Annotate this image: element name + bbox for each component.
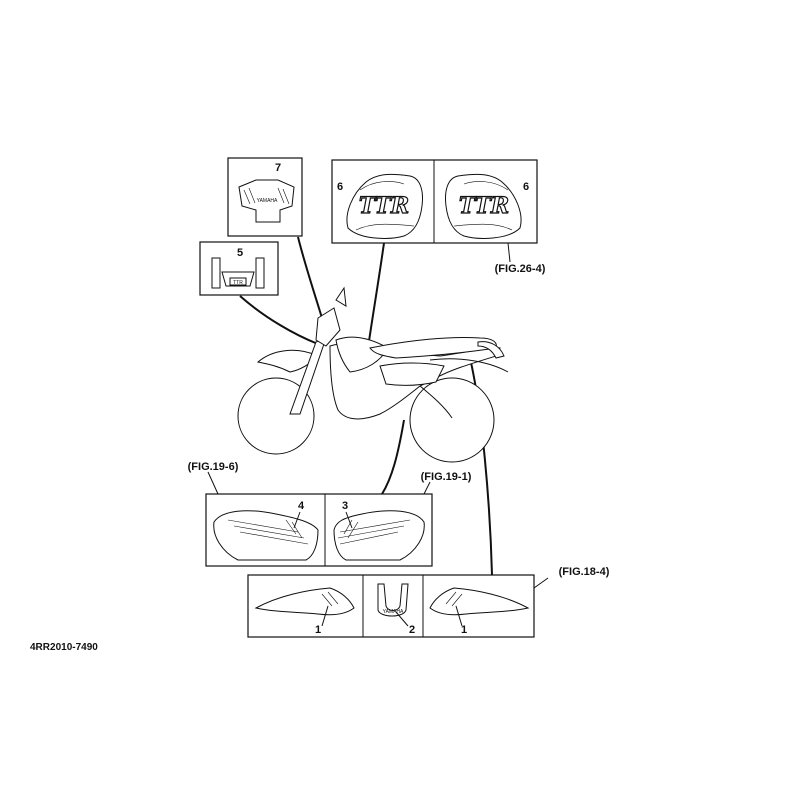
- fork-guard-left: [211, 257, 221, 289]
- part-number-7: 7: [275, 162, 281, 174]
- callout-box: [227, 157, 303, 237]
- callout-box: [247, 574, 535, 638]
- fork-bridge: [221, 271, 255, 287]
- callout-part-5: 5 TTR: [199, 241, 279, 296]
- fender-decal-right-mark: [445, 591, 463, 607]
- tank-emblem-right: [445, 173, 522, 239]
- fig-ref-19-6[interactable]: (FIG.19-6): [188, 461, 239, 473]
- part-number-6-right: 6: [523, 181, 529, 193]
- motorcycle-outline: [237, 286, 509, 463]
- side-cover-right: [333, 510, 425, 561]
- exhaust: [429, 358, 509, 373]
- part-number-5: 5: [237, 247, 243, 259]
- tank-emblem-right-swoosh: [453, 181, 513, 231]
- tank-emblem-left: [346, 173, 423, 239]
- fig-ref-26-4[interactable]: (FIG.26-4): [495, 263, 546, 275]
- part-1-left-leader: [321, 605, 329, 627]
- tank-emblem-left-swoosh: [355, 181, 415, 231]
- fig-26-4-leader: [507, 242, 511, 263]
- headlight-cowl: [315, 307, 341, 347]
- part-1-right-leader: [455, 605, 463, 627]
- fork-guard-right: [255, 257, 265, 289]
- front-fender: [256, 349, 319, 373]
- tank-logo-right: TTR: [459, 193, 509, 219]
- part-number-1-left: 1: [315, 624, 321, 636]
- fender-decal-right: [429, 587, 530, 616]
- side-cover-right-stripes: [337, 519, 411, 545]
- leader-part-5: [239, 295, 319, 345]
- fender-brand-text: YAMAHA: [257, 198, 278, 204]
- tank-logo-left: TTR: [359, 193, 409, 219]
- callout-parts-3-4: 4 3: [205, 493, 433, 567]
- rear-wheel: [409, 377, 495, 463]
- part-number-1-right: 1: [461, 624, 467, 636]
- handlebar: [335, 286, 347, 307]
- rear-fender-decal: [377, 583, 409, 617]
- part-number-6-left: 6: [337, 181, 343, 193]
- fig-19-6-leader: [207, 471, 219, 495]
- number-plate-stripes: [243, 187, 290, 205]
- part-3-leader: [345, 511, 353, 529]
- number-plate-graphic: [238, 179, 295, 223]
- leader-lines: [239, 236, 493, 576]
- fig-ref-18-4[interactable]: (FIG.18-4): [559, 566, 610, 578]
- part-4-leader: [293, 511, 301, 529]
- side-panel: [379, 362, 445, 386]
- part-2-leader: [395, 611, 409, 627]
- rear-fender: [477, 341, 505, 359]
- swingarm: [419, 385, 453, 419]
- part-number-3: 3: [342, 500, 348, 512]
- fig-19-1-leader: [423, 481, 431, 495]
- part-number-2: 2: [409, 624, 415, 636]
- callout-parts-1-2: 1 YAMAHA 2 1: [247, 574, 535, 638]
- callout-part-6: 6 6 TTR TTR: [331, 159, 538, 244]
- callout-part-7: 7 YAMAHA: [227, 157, 303, 237]
- side-cover-left-stripes: [227, 519, 309, 545]
- fig-ref-19-1[interactable]: (FIG.19-1): [421, 471, 472, 483]
- fork-badge: [229, 277, 247, 286]
- leader-part-3: [381, 419, 405, 495]
- leader-part-1-2: [469, 357, 493, 576]
- rear-fender-brand-text: YAMAHA: [383, 609, 404, 615]
- fender-decal-left-mark: [321, 591, 339, 607]
- callout-box: [205, 493, 433, 567]
- part-number-4: 4: [298, 500, 305, 512]
- leader-part-6: [367, 242, 385, 349]
- drawing-code: 4RR2010-7490: [30, 642, 98, 653]
- fuel-tank: [335, 336, 389, 373]
- fig-18-4-leader: [533, 577, 549, 589]
- side-cover-left: [213, 510, 319, 561]
- fender-decal-left: [254, 587, 355, 616]
- leader-part-7: [297, 236, 323, 319]
- fork-badge-text: TTR: [233, 280, 243, 286]
- front-wheel: [237, 377, 315, 455]
